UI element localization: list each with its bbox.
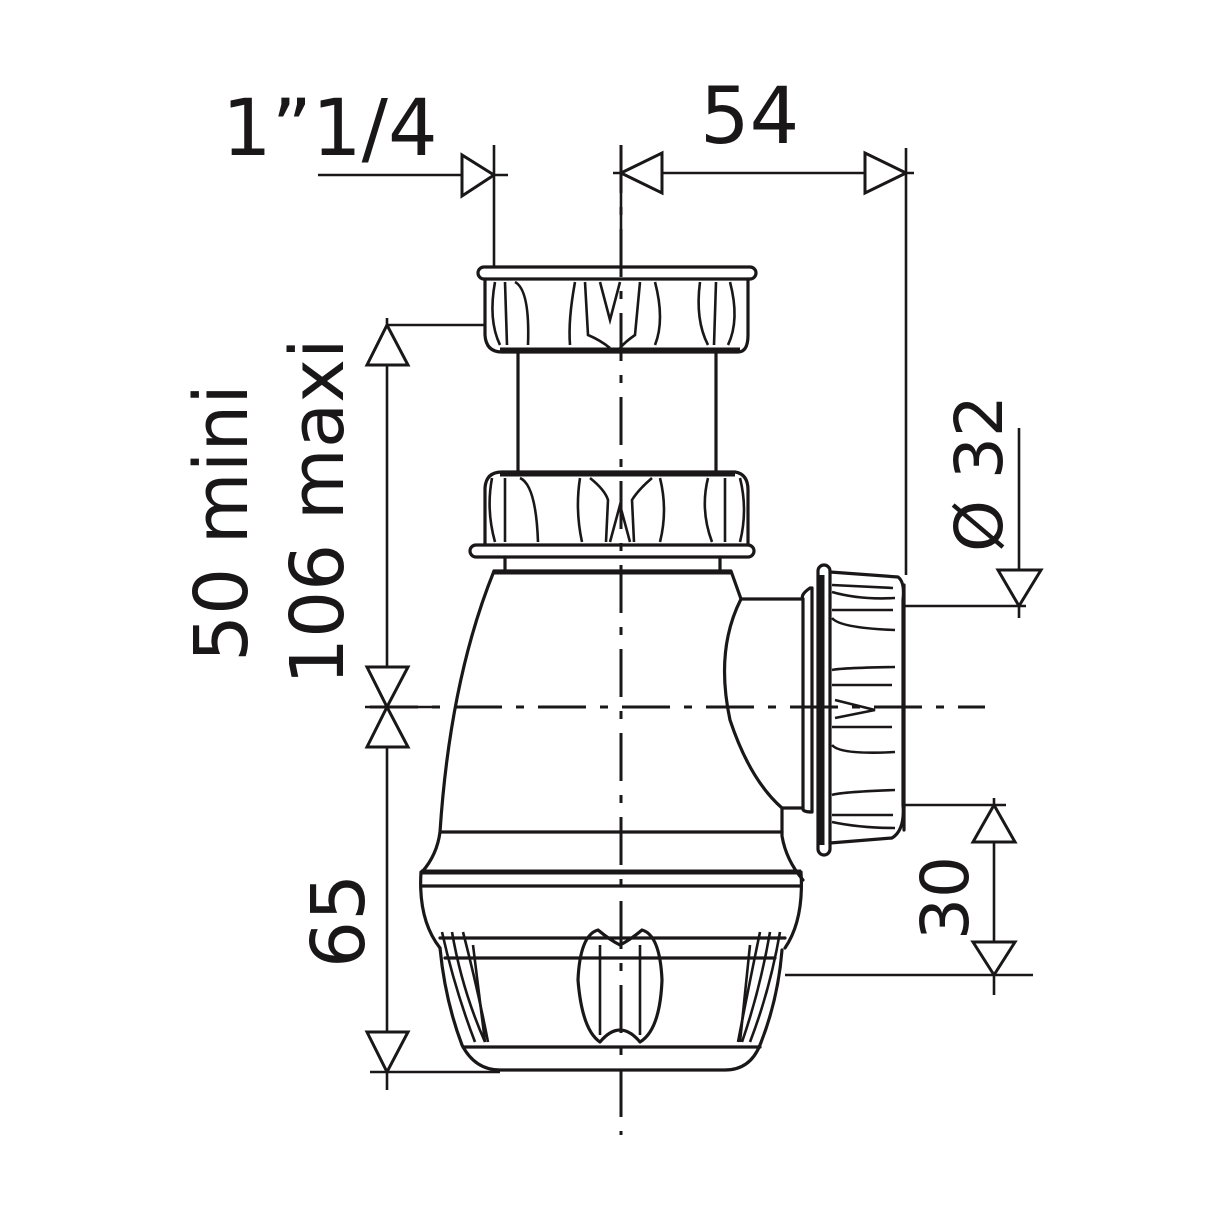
- lower-nut: [468, 470, 756, 572]
- label-inlet-thread: 1”1/4: [222, 84, 438, 174]
- tailpiece-tube: [516, 350, 718, 474]
- dimension-outlet-to-bottom: 30: [785, 798, 1033, 995]
- bottom-cap: [438, 928, 787, 1072]
- dimension-inlet-thread: 1”1/4: [222, 84, 508, 268]
- label-outlet-offset: 54: [700, 72, 799, 162]
- label-outlet-diameter: Ø 32: [941, 395, 1018, 552]
- centerlines: [370, 145, 985, 1135]
- dimension-height-range: 50 mini 106 maxi: [179, 318, 486, 1090]
- upper-nut: [476, 265, 758, 354]
- dimension-centerline-to-bottom: 65: [296, 874, 500, 1076]
- outlet-nut: [800, 563, 906, 857]
- trap-body: [419, 569, 805, 950]
- label-outlet-to-bottom: 30: [907, 856, 984, 940]
- label-height-max: 106 maxi: [275, 338, 361, 685]
- dimension-outlet-diameter: Ø 32: [905, 395, 1044, 618]
- label-height-min: 50 mini: [179, 384, 265, 662]
- dimension-outlet-offset: 54: [613, 72, 914, 575]
- label-centerline-to-bottom: 65: [296, 874, 382, 968]
